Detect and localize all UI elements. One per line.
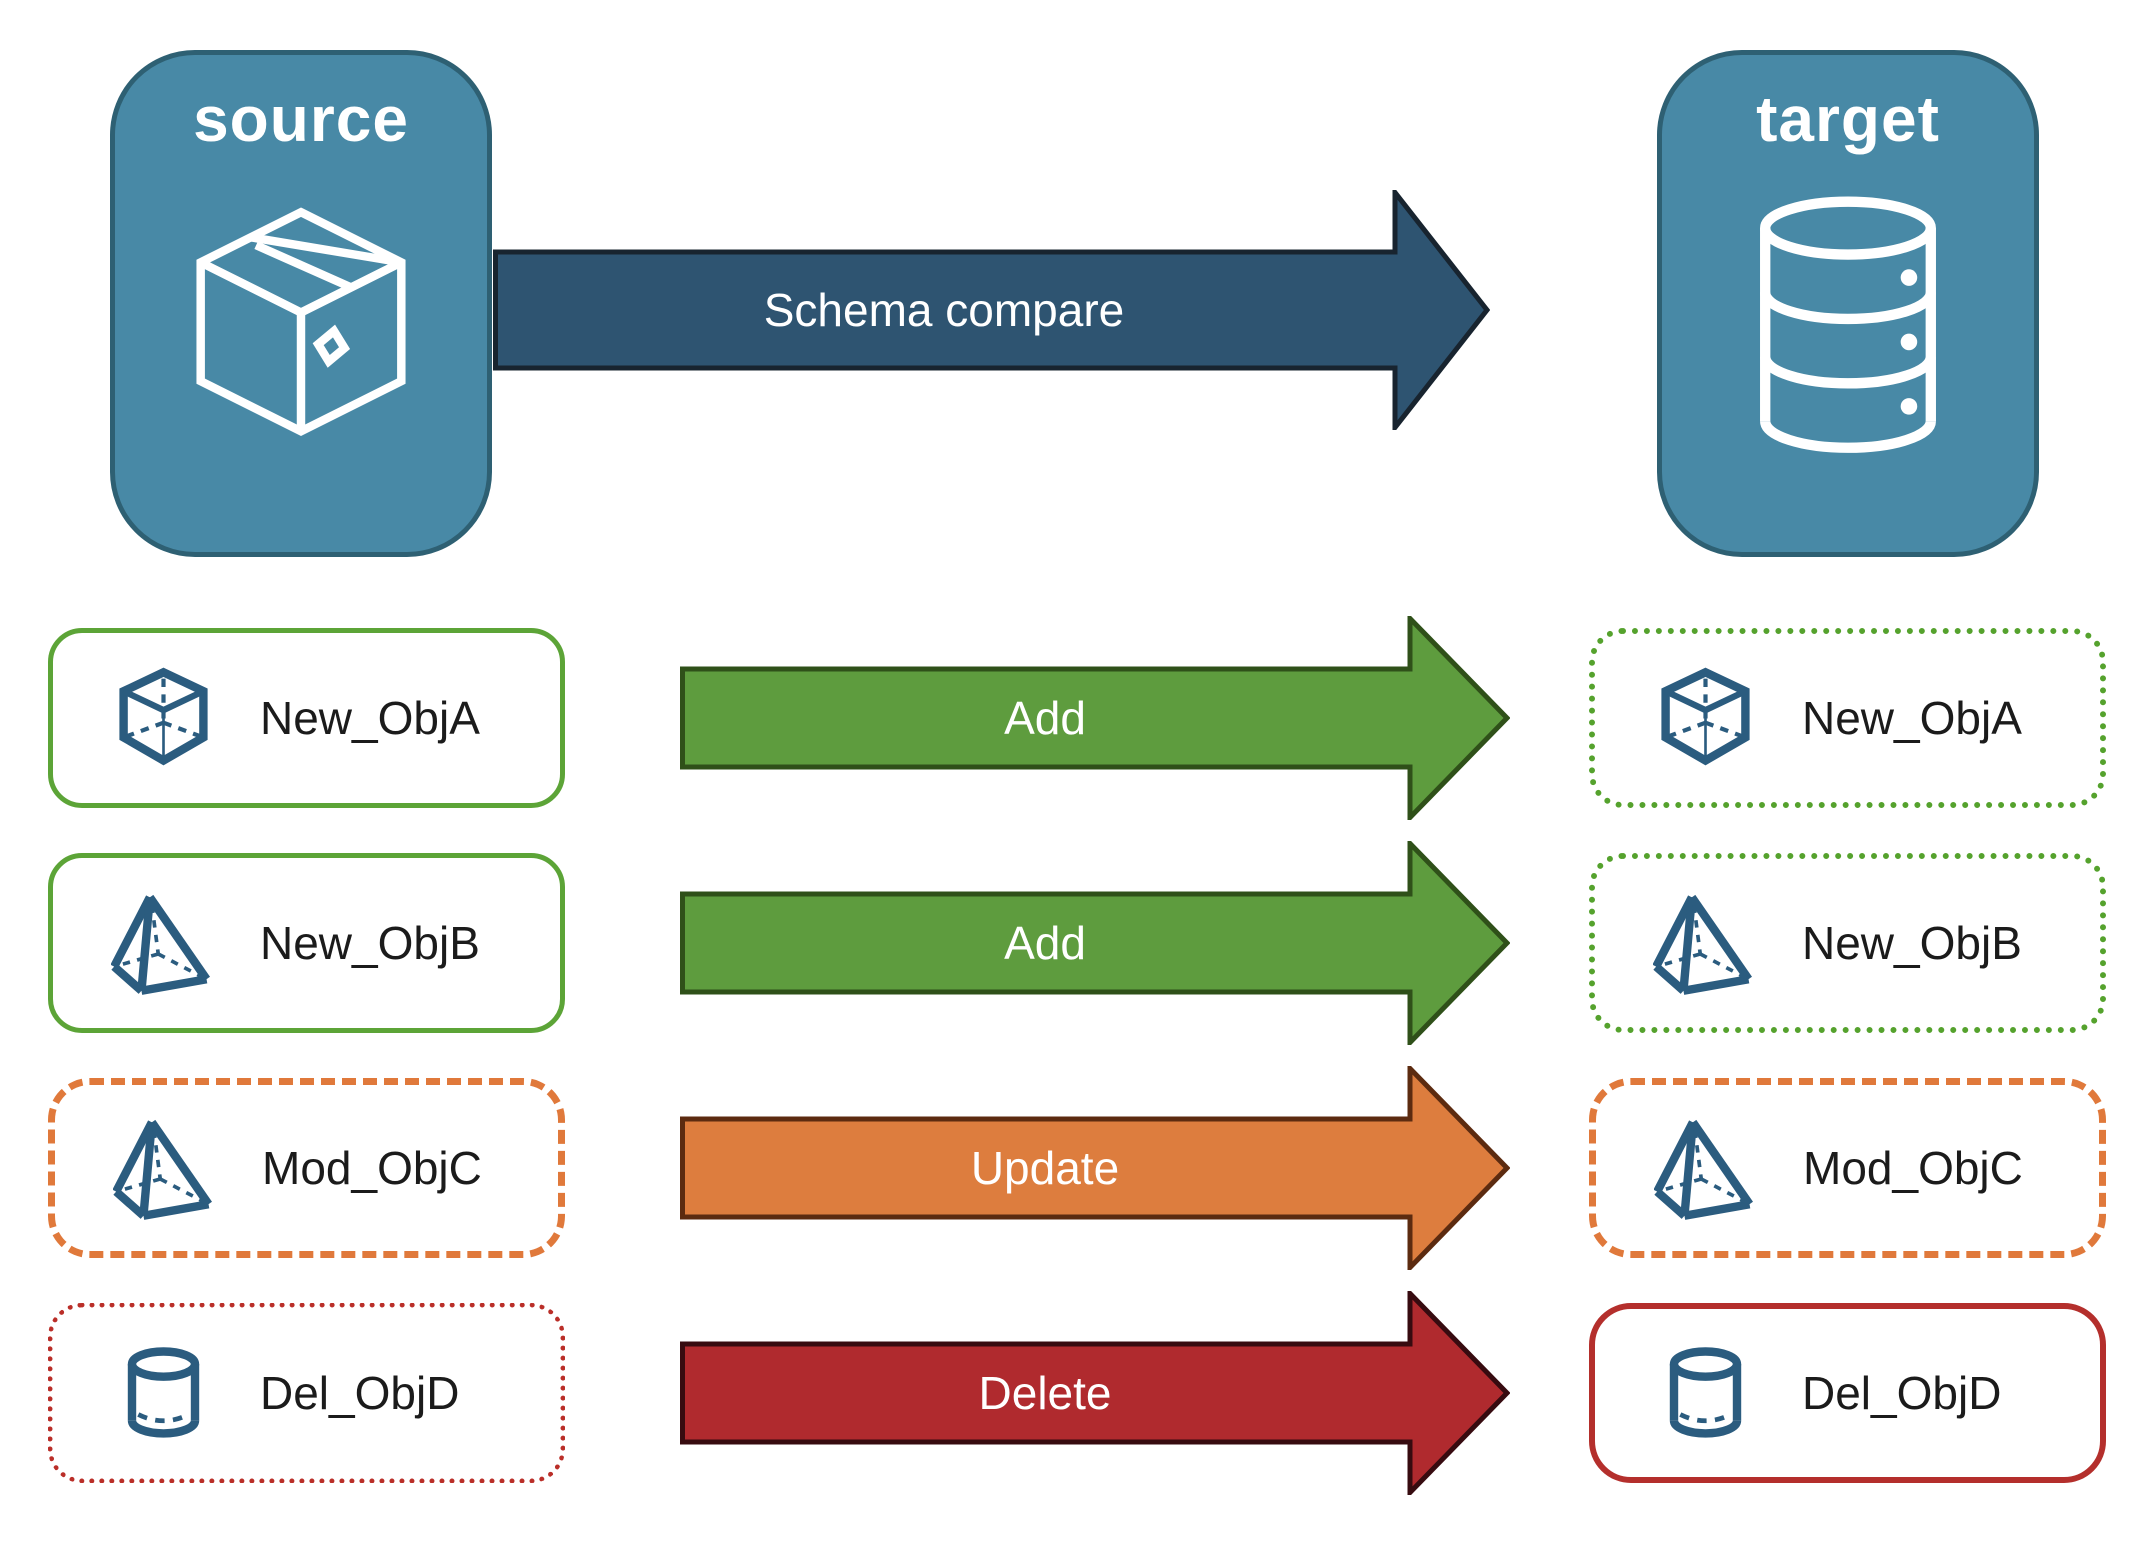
add-arrow-row-1: Add: [680, 616, 1510, 820]
source-object-new-objb: New_ObjB: [48, 853, 565, 1033]
database-icon: [1733, 191, 1963, 463]
cube-icon: [111, 666, 216, 771]
source-title: source: [193, 83, 409, 155]
source-object-new-obja: New_ObjA: [48, 628, 565, 808]
target-object-new-obja: New_ObjA: [1589, 628, 2106, 808]
pyramid-icon: [111, 891, 216, 996]
update-arrow-row-3: Update: [680, 1066, 1510, 1270]
pyramid-icon: [1654, 1116, 1759, 1221]
update-arrow-label: Update: [970, 1142, 1120, 1194]
target-object-mod-objc: Mod_ObjC: [1589, 1078, 2106, 1258]
pyramid-icon: [113, 1116, 218, 1221]
cylinder-icon: [1653, 1341, 1758, 1446]
source-object-mod-objc: Mod_ObjC: [48, 1078, 565, 1258]
right-arrow-shape: [680, 1066, 1510, 1270]
add-arrow-label: Add: [1004, 917, 1086, 969]
target-title: target: [1756, 83, 1940, 155]
schema-compare-arrow: Schema compare: [493, 190, 1490, 430]
object-label: New_ObjB: [1802, 917, 2022, 969]
object-label: Mod_ObjC: [262, 1142, 482, 1194]
package-icon: [169, 199, 433, 463]
object-label: Mod_ObjC: [1803, 1142, 2023, 1194]
delete-arrow-label: Delete: [978, 1367, 1112, 1419]
object-label: New_ObjA: [1802, 692, 2022, 744]
object-label: Del_ObjD: [1802, 1367, 2002, 1419]
source-node: source: [110, 50, 492, 557]
target-node: target: [1657, 50, 2039, 557]
schema-compare-label: Schema compare: [763, 284, 1125, 336]
delete-arrow-row-4: Delete: [680, 1291, 1510, 1495]
cylinder-icon: [111, 1341, 216, 1446]
right-arrow-shape: [680, 1291, 1510, 1495]
right-arrow-shape: [493, 190, 1490, 430]
right-arrow-shape: [680, 841, 1510, 1045]
right-arrow-shape: [680, 616, 1510, 820]
add-arrow-label: Add: [1004, 692, 1086, 744]
object-label: New_ObjB: [260, 917, 480, 969]
object-label: Del_ObjD: [260, 1367, 460, 1419]
target-object-new-objb: New_ObjB: [1589, 853, 2106, 1033]
cube-icon: [1653, 666, 1758, 771]
target-object-del-objd: Del_ObjD: [1589, 1303, 2106, 1483]
add-arrow-row-2: Add: [680, 841, 1510, 1045]
pyramid-icon: [1653, 891, 1758, 996]
source-object-del-objd: Del_ObjD: [48, 1303, 565, 1483]
object-label: New_ObjA: [260, 692, 480, 744]
